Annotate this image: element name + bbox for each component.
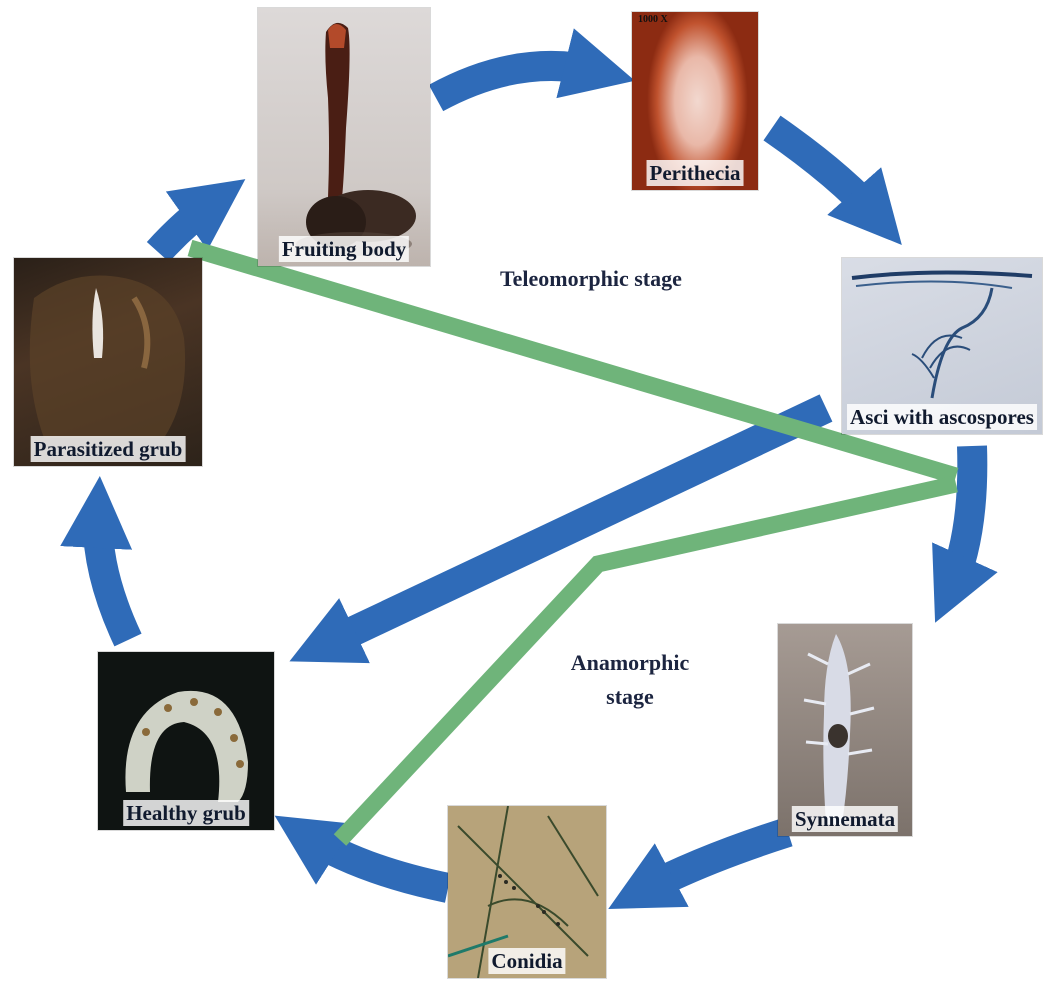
asci-label: Asci with ascospores — [847, 404, 1037, 430]
fruiting-body-label: Fruiting body — [279, 236, 409, 262]
parasitized-grub-photo: Parasitized grub — [14, 258, 202, 466]
perithecia-photo: 1000 X Perithecia — [632, 12, 758, 190]
parasitized-grub-image — [14, 258, 202, 466]
arrow-synnemata-to-conidia — [640, 832, 788, 892]
arrow-perithecia-to-asci — [772, 128, 878, 218]
fruiting-body-photo: Fruiting body — [258, 8, 430, 266]
synnemata-label: Synnemata — [792, 806, 898, 832]
synnemata-photo: Synnemata — [778, 624, 912, 836]
synnemata-image — [778, 624, 912, 836]
fruiting-body-image — [258, 8, 430, 266]
magnification-label: 1000 X — [638, 14, 668, 25]
parasitized-grub-label: Parasitized grub — [31, 436, 186, 462]
perithecia-label: Perithecia — [647, 160, 744, 186]
conidia-photo: Conidia — [448, 806, 606, 978]
teleomorphic-stage-label: Teleomorphic stage — [500, 262, 682, 296]
anamorphic-stage-label: Anamorphic stage — [560, 646, 700, 714]
anamorphic-stage-line1: Anamorphic — [560, 646, 700, 680]
asci-photo: Asci with ascospores — [842, 258, 1042, 434]
arrow-fruiting-to-perithecia — [436, 66, 600, 98]
arrow-conidia-to-healthy — [305, 835, 448, 888]
anamorphic-stage-line2: stage — [560, 680, 700, 714]
arrow-parasitized-to-fruiting — [158, 200, 216, 252]
healthy-grub-label: Healthy grub — [123, 800, 249, 826]
healthy-grub-photo: Healthy grub — [98, 652, 274, 830]
conidia-label: Conidia — [488, 948, 565, 974]
arrow-healthy-to-parasitized — [98, 512, 128, 640]
